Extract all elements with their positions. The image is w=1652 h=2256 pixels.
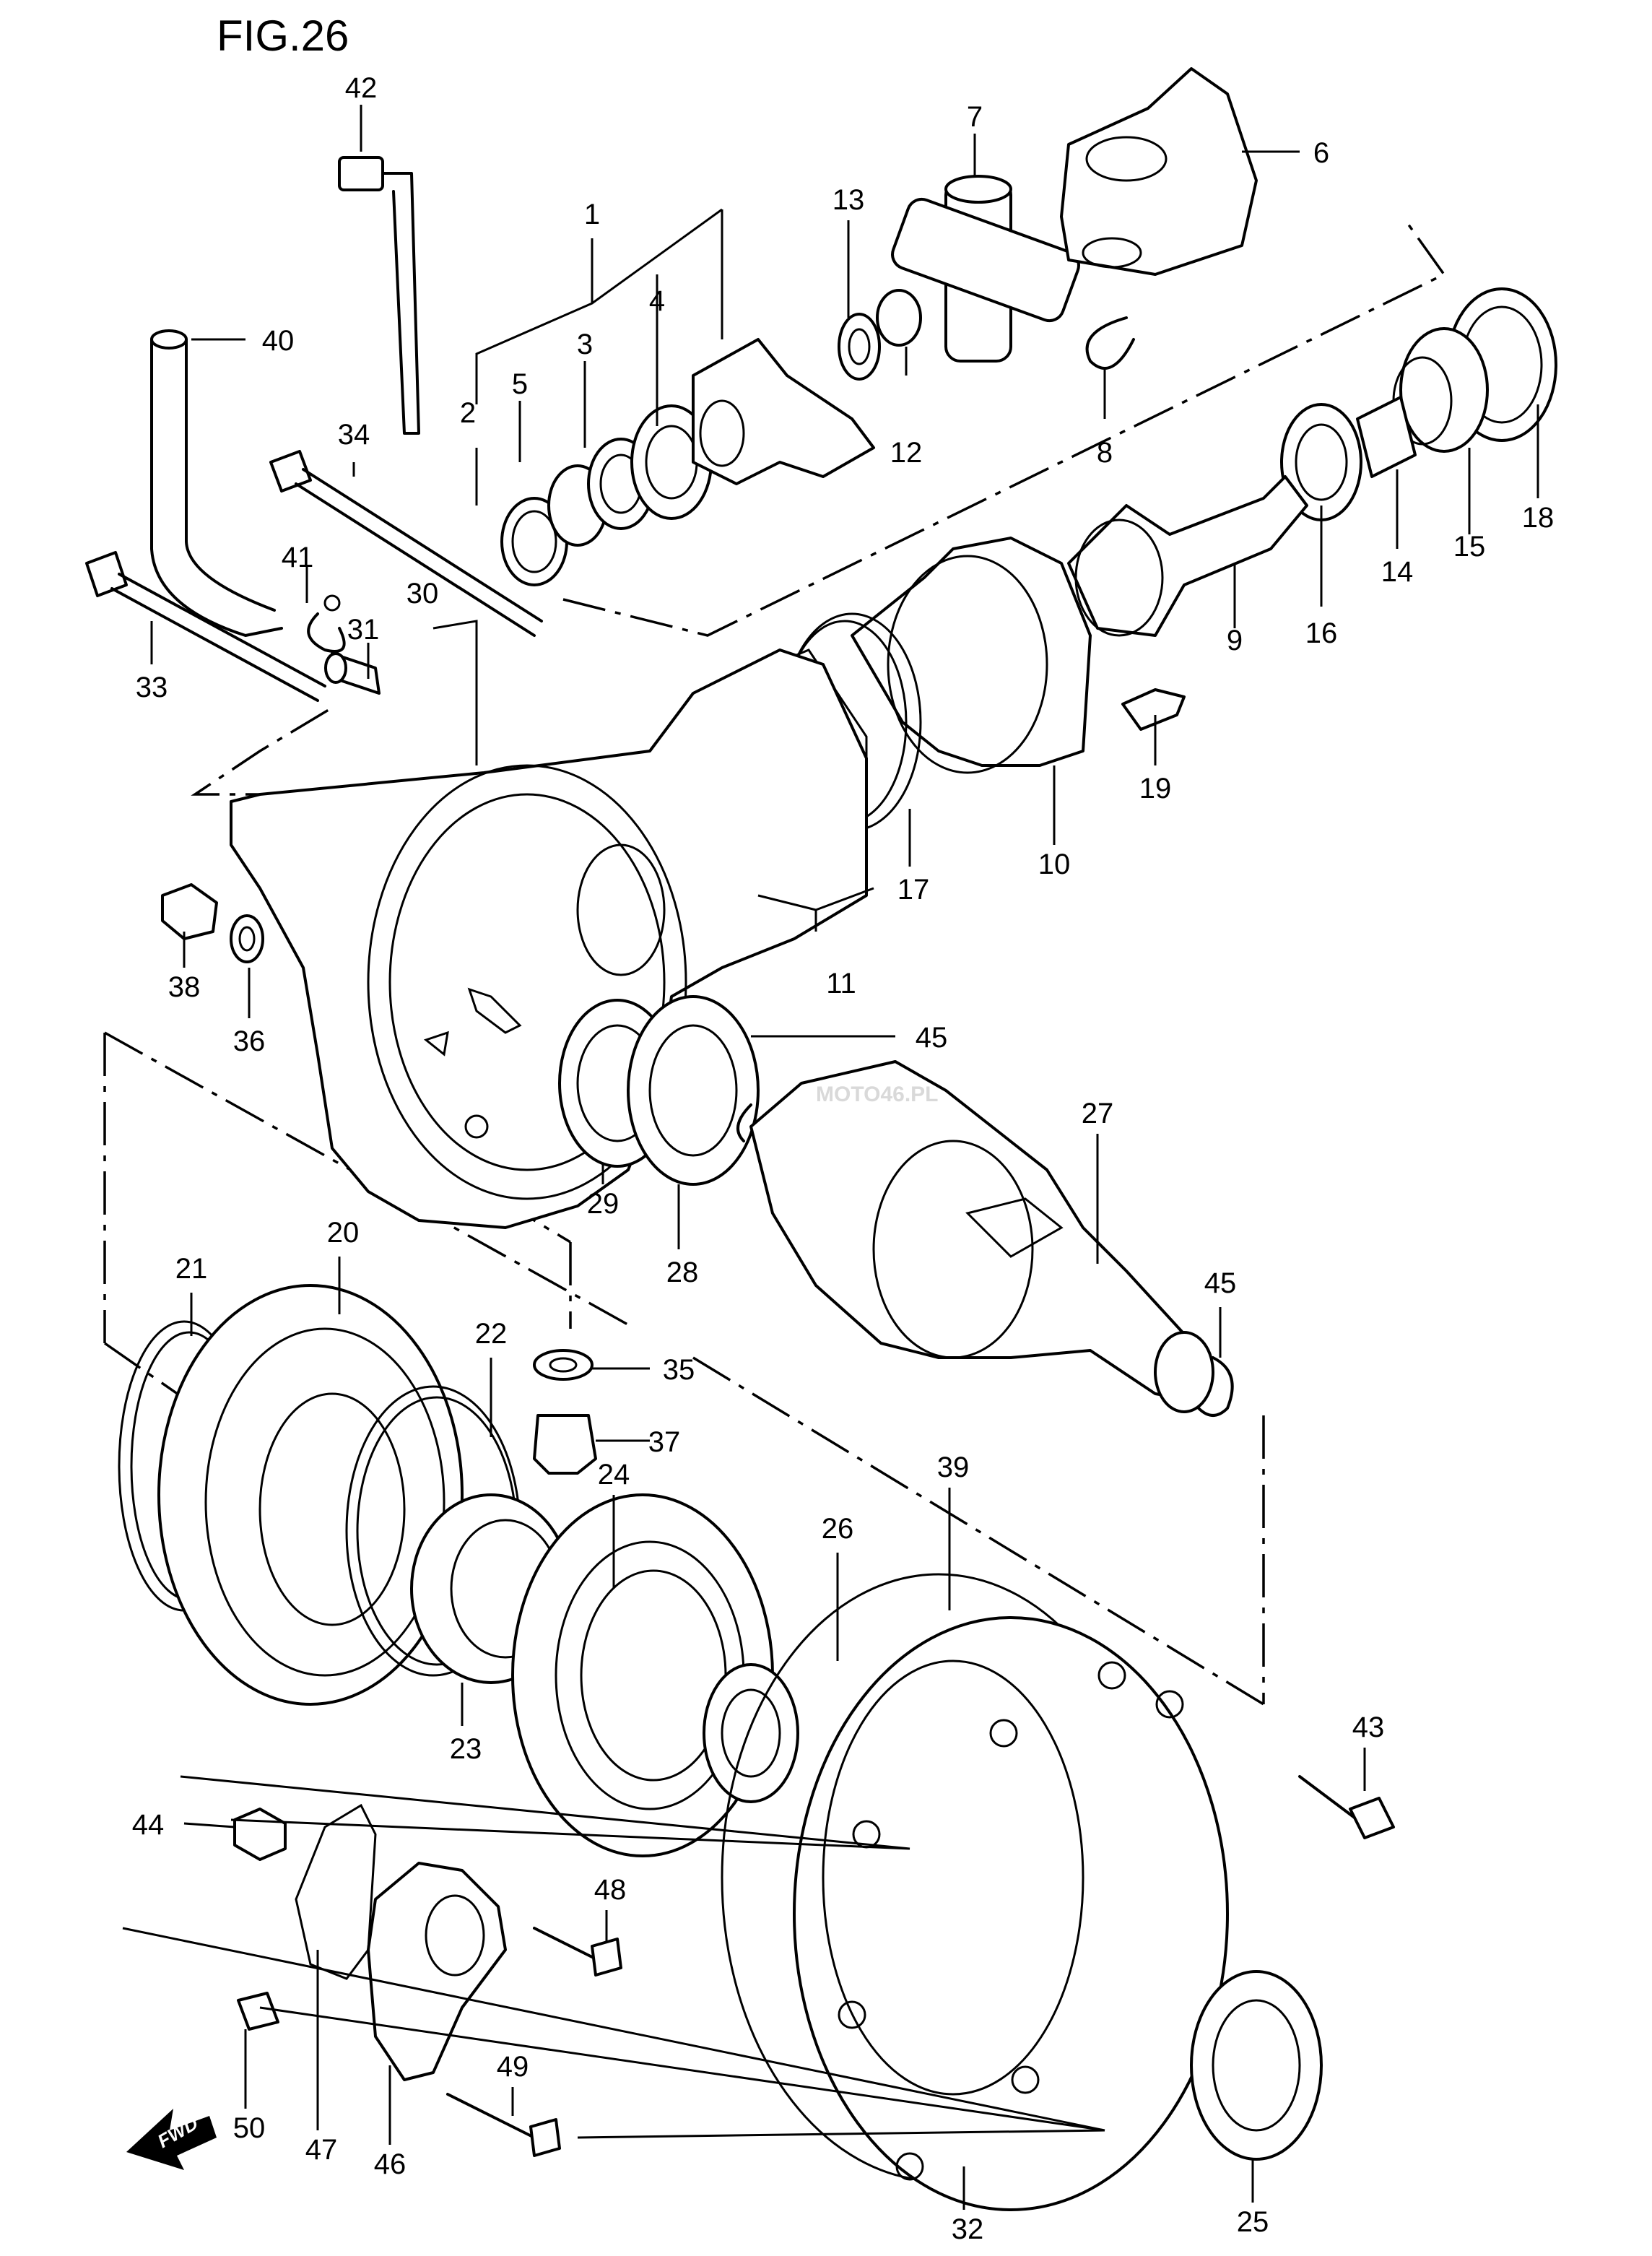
part-19-bolt — [1121, 688, 1186, 731]
callout-28: 28 — [666, 1257, 699, 1288]
callout-15: 15 — [1453, 531, 1486, 563]
part-48-bolt — [533, 1927, 622, 1977]
part-40-breather-hose — [150, 329, 283, 637]
callout-39: 39 — [937, 1452, 970, 1483]
callout-9: 9 — [1227, 625, 1243, 656]
callout-35: 35 — [663, 1354, 695, 1386]
callout-33: 33 — [136, 672, 168, 703]
callout-45a: 45 — [916, 1022, 948, 1054]
part-1-yoke — [692, 338, 875, 485]
figure-header: FIG.26 — [217, 12, 349, 60]
callout-3: 3 — [577, 329, 593, 360]
callout-4: 4 — [649, 285, 665, 317]
part-27-output-shaft — [749, 1060, 1214, 1413]
callout-50: 50 — [233, 2112, 266, 2144]
part-10-extension-case — [851, 537, 1092, 774]
part-28-bearing — [627, 995, 760, 1186]
part-38-nut — [161, 883, 218, 940]
callout-25: 25 — [1237, 2206, 1269, 2238]
part-13-ring — [838, 313, 881, 381]
callout-21: 21 — [175, 1253, 208, 1285]
callout-19: 19 — [1139, 773, 1172, 804]
part-25-oil-seal — [1190, 1970, 1323, 2161]
callout-14: 14 — [1381, 556, 1414, 588]
callout-6: 6 — [1313, 137, 1329, 169]
callout-labels: 42 7 6 1 13 4 3 5 2 40 34 12 8 18 15 14 … — [132, 72, 1555, 2245]
part-8-circlip — [1085, 316, 1135, 370]
part-49-bolt — [446, 2093, 561, 2157]
callout-13: 13 — [832, 184, 865, 216]
part-7-universal-joint — [891, 175, 1080, 363]
part-26-bearing — [703, 1663, 799, 1803]
callout-29: 29 — [587, 1188, 620, 1220]
watermark-text: MOTO46.PL — [816, 1083, 938, 1106]
part-45-circlip-a — [736, 1103, 752, 1142]
callout-11: 11 — [826, 968, 856, 999]
callout-46: 46 — [374, 2148, 407, 2180]
callout-27: 27 — [1082, 1098, 1114, 1129]
part-43-bolt — [1298, 1775, 1395, 1839]
part-45-circlip-b — [1197, 1356, 1234, 1417]
callout-44: 44 — [132, 1809, 165, 1841]
part-37-plug — [533, 1414, 597, 1475]
callout-2: 2 — [460, 397, 476, 429]
callout-40: 40 — [262, 325, 295, 357]
part-34-bolt — [269, 450, 543, 637]
leader-lines — [150, 105, 1539, 2210]
callout-18: 18 — [1522, 502, 1555, 534]
callout-31: 31 — [347, 614, 380, 646]
callout-5: 5 — [512, 368, 528, 400]
callout-8: 8 — [1097, 437, 1113, 469]
part-46-cover — [367, 1862, 507, 2081]
part-12-cap — [876, 289, 922, 347]
part-6-flange — [1060, 67, 1258, 276]
assembly-lines — [103, 222, 1446, 1706]
callout-48: 48 — [594, 1874, 627, 1906]
callout-36: 36 — [233, 1025, 266, 1057]
callout-43: 43 — [1352, 1711, 1385, 1743]
fwd-arrow-icon: FWD — [126, 2109, 217, 2170]
part-4-flange — [630, 404, 713, 520]
callout-22: 22 — [475, 1318, 508, 1350]
part-44-nut — [233, 1808, 287, 1861]
part-47-gasket — [295, 1803, 377, 1980]
part-36-washer — [230, 914, 264, 963]
callout-16: 16 — [1305, 617, 1338, 649]
part-14-spacer — [1356, 396, 1417, 478]
callout-32: 32 — [952, 2213, 984, 2245]
callout-26: 26 — [822, 1513, 854, 1545]
part-9-drive-pinion — [1067, 475, 1308, 637]
callout-1: 1 — [584, 199, 600, 230]
part-20-ring-gear — [157, 1284, 464, 1706]
callout-17: 17 — [897, 874, 930, 906]
part-33-bolt — [85, 551, 326, 702]
callout-30: 30 — [407, 578, 439, 609]
callout-20: 20 — [327, 1217, 360, 1249]
callout-10: 10 — [1038, 849, 1071, 880]
part-32-differential-case — [793, 1616, 1229, 2211]
callout-24: 24 — [598, 1459, 630, 1491]
callout-47: 47 — [305, 2134, 338, 2166]
callout-34: 34 — [338, 419, 370, 451]
part-31-pin — [324, 652, 381, 695]
part-50-pin — [237, 1992, 279, 2031]
part-42-sensor — [338, 156, 420, 435]
part-35-washer — [533, 1349, 594, 1381]
part-15-bearing — [1392, 327, 1489, 453]
part-41-clip — [307, 594, 346, 653]
callout-38: 38 — [168, 971, 201, 1003]
callout-37: 37 — [648, 1426, 681, 1458]
callout-45b: 45 — [1204, 1267, 1237, 1299]
callout-41: 41 — [282, 542, 314, 573]
callout-12: 12 — [890, 437, 923, 469]
pointer-lines — [122, 1775, 1105, 2139]
callout-7: 7 — [967, 101, 983, 133]
callout-23: 23 — [450, 1733, 482, 1765]
callout-49: 49 — [497, 2051, 529, 2083]
callout-42: 42 — [345, 72, 378, 104]
